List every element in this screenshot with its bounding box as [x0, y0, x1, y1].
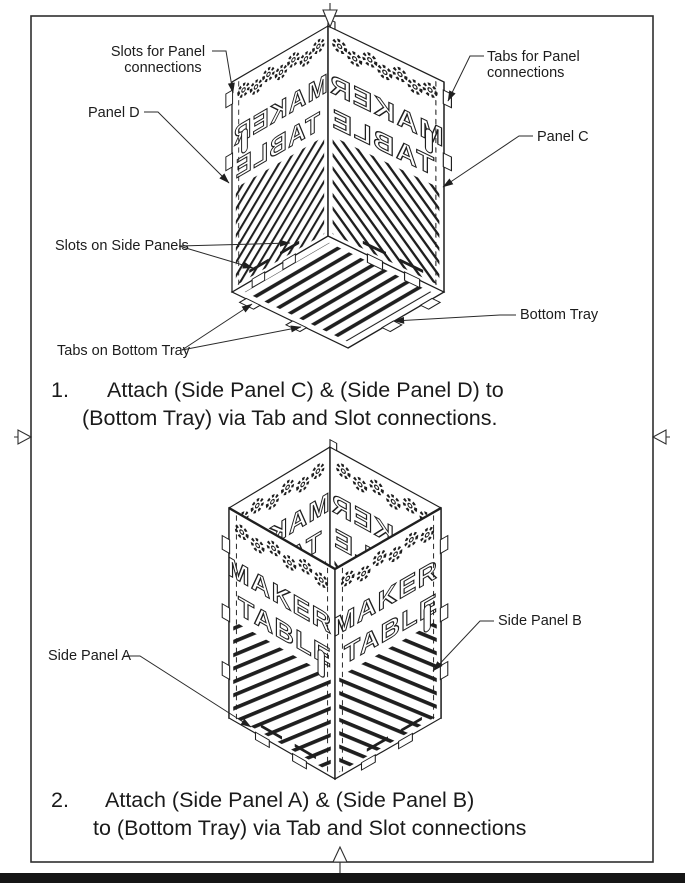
panel-c-bottom-slot: [362, 240, 386, 256]
leader-tabs-for-panel: [447, 55, 484, 102]
figure2-assembled-box: MAKER TABLE MAKER TABLE MAKER TABLE: [221, 438, 449, 781]
panel-c-vents: [332, 136, 440, 286]
panel-b-edge-tab: [439, 603, 449, 623]
box-top-tab: [329, 438, 338, 452]
figure2-callouts: Side Panel A Side Panel B: [48, 613, 582, 728]
step-2: 2. Attach (Side Panel A) & (Side Panel B…: [51, 788, 526, 840]
leader-side-panel-b: [432, 620, 494, 672]
step-2-line2: to (Bottom Tray) via Tab and Slot connec…: [93, 816, 526, 840]
panel-c-edge-tab: [442, 152, 453, 172]
figure1-callouts: Slots for Panel connections Panel D Tabs…: [55, 44, 599, 359]
panel-a-edge-tab: [221, 660, 231, 681]
panel-c-bottom-slot: [399, 258, 424, 273]
step-1-number: 1.: [51, 378, 69, 402]
leader-slots-on-side-1: [178, 239, 291, 247]
center-marks: [14, 3, 670, 878]
label-side-panel-b: Side Panel B: [498, 613, 582, 629]
panel-a-bottom-slot: [260, 724, 282, 740]
panel-c-slot: [424, 128, 433, 154]
panel-b-bottom-slot: [366, 736, 388, 752]
panel-b-bottom-tab: [360, 753, 376, 771]
leader-slots-on-side-2: [178, 245, 254, 269]
panel-b-bottom-tab: [398, 732, 413, 750]
center-mark-bottom: [332, 845, 348, 863]
panel-c-bottom-tab: [366, 253, 384, 271]
panel-d-vents: [235, 136, 325, 286]
label-bottom-tray: Bottom Tray: [520, 307, 599, 323]
label-side-panel-a: Side Panel A: [48, 648, 131, 664]
panel-b-edge-tab: [439, 534, 449, 555]
label-slots-on-side-panels: Slots on Side Panels: [55, 238, 189, 254]
panel-b-bottom-slot: [400, 716, 422, 733]
label-tabs-on-bottom-tray: Tabs on Bottom Tray: [57, 343, 191, 359]
panel-a-bottom-slot: [294, 743, 316, 760]
panel-a-bottom-tab: [254, 731, 270, 749]
step-2-line1: Attach (Side Panel A) & (Side Panel B): [105, 788, 474, 812]
center-mark-top: [322, 9, 338, 29]
panel-d-bottom-tab: [251, 271, 266, 289]
label-panel-c: Panel C: [537, 129, 589, 145]
step-1-line1: Attach (Side Panel C) & (Side Panel D) t…: [107, 378, 504, 402]
label-tabs-for-panel-line1: Tabs for Panel: [487, 49, 580, 65]
tray-slats: [244, 242, 432, 342]
step-1: 1. Attach (Side Panel C) & (Side Panel D…: [51, 378, 504, 430]
center-mark-right: [651, 429, 667, 445]
panel-d-bottom-slot: [279, 240, 300, 256]
panel-a-slot: [317, 649, 325, 678]
panel-d-slot: [241, 128, 248, 154]
label-slots-for-panel-line2: connections: [124, 60, 201, 76]
leader-bottom-tray: [393, 314, 516, 324]
tray-tab: [419, 297, 442, 310]
panel-d-edge-tab: [225, 152, 234, 172]
side-panel-a: MAKER TABLE: [221, 506, 336, 781]
leader-tabs-on-bottom-1: [181, 303, 253, 351]
label-tabs-for-panel-line2: connections: [487, 65, 564, 81]
label-panel-d: Panel D: [88, 105, 140, 121]
panel-b-vents: [339, 620, 437, 773]
side-panel-b: MAKER TABLE: [333, 506, 449, 781]
panel-d-bottom-slot: [249, 258, 269, 273]
leader-side-panel-a: [126, 655, 252, 728]
panel-c: MAKER TABLE: [327, 17, 453, 294]
panel-b-slot: [423, 604, 431, 633]
figure1-panels-on-tray: MAKER TABLE MAKER TABLE: [225, 17, 453, 349]
panel-c-bottom-tab: [403, 271, 421, 289]
label-slots-for-panel-line1: Slots for Panel: [111, 44, 205, 60]
step-2-number: 2.: [51, 788, 69, 812]
panel-a-edge-tab: [221, 603, 231, 623]
panel-a-vents: [233, 620, 331, 773]
leader-tabs-on-bottom-2: [181, 325, 302, 351]
panel-a-bottom-tab: [292, 752, 307, 770]
page-bottom-edge: [0, 873, 685, 883]
leader-slots-for-panel: [212, 50, 235, 94]
leader-panel-c: [442, 135, 533, 188]
panel-d-bottom-tab: [282, 253, 296, 271]
center-mark-left: [17, 429, 33, 445]
step-1-line2: (Bottom Tray) via Tab and Slot connectio…: [82, 406, 497, 430]
leader-panel-d: [144, 111, 230, 184]
panel-a-edge-tab: [221, 534, 231, 555]
panel-d: MAKER TABLE: [225, 24, 329, 294]
